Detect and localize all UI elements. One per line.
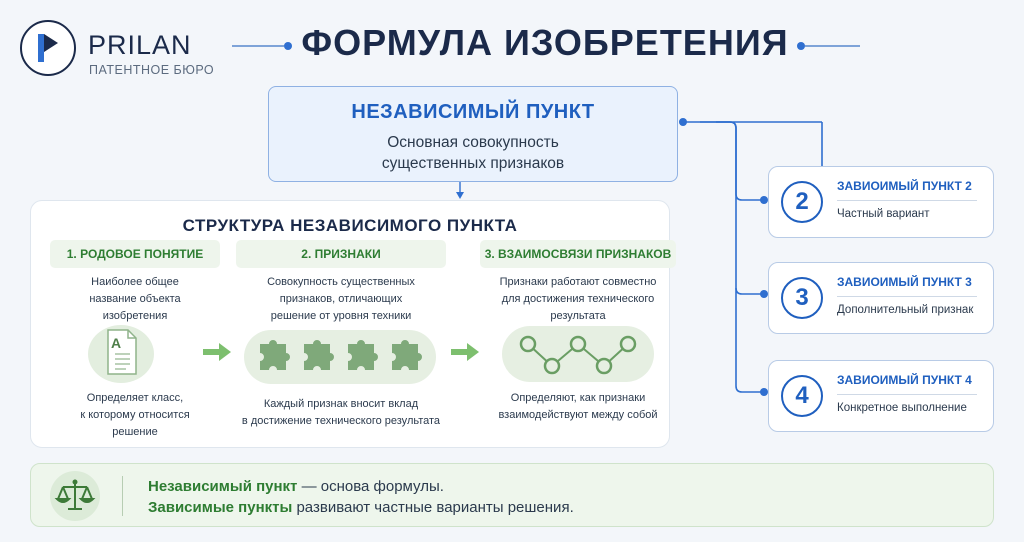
- arrow-right-icon: [451, 343, 479, 361]
- column-description: Совокупность существенных признаков, отл…: [236, 274, 446, 325]
- divider: [122, 476, 123, 516]
- column-desc-line: результата: [550, 310, 606, 322]
- brand-name: PRILAN: [88, 30, 192, 60]
- summary-text: развивают частные варианты решения.: [292, 499, 574, 516]
- column-desc-line: признаков, отличающих: [279, 293, 403, 305]
- dependent-claim-number: 4: [781, 375, 823, 417]
- column-foot-line: Определяет класс,: [86, 392, 184, 404]
- summary-line-2: Зависимые пункты развивают частные вариа…: [148, 499, 574, 516]
- title-decoration-right-dot: [797, 42, 805, 50]
- network-nodes-icon: [519, 335, 637, 375]
- column-foot-line: Каждый признак вносит вклад: [263, 398, 419, 410]
- logo-mark: [20, 20, 76, 76]
- document-letter: A: [111, 335, 122, 351]
- independent-claim-title: НЕЗАВИСИМЫЙ ПУНКТ: [351, 101, 595, 123]
- column-desc-line: Признаки работают совместно: [499, 276, 657, 288]
- column-footer: Определяет класс, к которому относится р…: [50, 390, 220, 441]
- structure-title: СТРУКТУРА НЕЗАВИСИМОГО ПУНКТА: [182, 216, 518, 235]
- column-desc-line: Наиболее общее: [91, 276, 179, 288]
- dependent-claim-title: ЗАВИОИМЫЙ ПУНКТ 3: [837, 275, 972, 289]
- document-icon: A: [88, 322, 154, 384]
- network-illustration: [502, 326, 654, 382]
- dependent-claim-title: ЗАВИОИМЫЙ ПУНКТ 2: [837, 179, 972, 193]
- column-desc-line: для достижения технического: [501, 293, 655, 305]
- independent-claim-desc-line: Основная совокупность: [387, 134, 559, 151]
- brand-subtitle: ПАТЕНТНОЕ БЮРО: [89, 63, 215, 77]
- divider: [837, 296, 977, 297]
- scales-icon: [50, 471, 100, 521]
- column-foot-line: взаимодействуют между собой: [498, 409, 658, 421]
- independent-claim-box: НЕЗАВИСИМЫЙ ПУНКТ Основная совокупность …: [268, 86, 678, 182]
- summary-line-1: Независимый пункт — основа формулы.: [148, 478, 444, 495]
- dependent-claim-title: ЗАВИОИМЫЙ ПУНКТ 4: [837, 373, 972, 387]
- column-heading: 1. РОДОВОЕ ПОНЯТИЕ: [50, 240, 220, 268]
- summary-highlight: Независимый пункт: [148, 478, 298, 495]
- independent-claim-desc-line: существенных признаков: [381, 155, 565, 172]
- divider: [837, 200, 977, 201]
- column-description: Признаки работают совместно для достижен…: [480, 274, 676, 325]
- dependent-claim-card: 2 ЗАВИОИМЫЙ ПУНКТ 2 Частный вариант: [768, 166, 994, 238]
- summary-text: — основа формулы.: [297, 478, 444, 495]
- column-foot-line: в достижение технического результата: [241, 415, 441, 427]
- column-foot-line: решение: [112, 426, 158, 438]
- title-decoration-left-dot: [284, 42, 292, 50]
- dependent-claim-description: Конкретное выполнение: [837, 402, 967, 414]
- summary-banner: [30, 463, 994, 527]
- column-desc-line: Совокупность существенных: [267, 276, 415, 288]
- structure-column-features: 2. ПРИЗНАКИ Совокупность существенных пр…: [236, 240, 446, 325]
- title-decoration-right-line: [805, 45, 860, 47]
- page-title: ФОРМУЛА ИЗОБРЕТЕНИЯ: [301, 22, 789, 63]
- summary-highlight: Зависимые пункты: [148, 499, 293, 516]
- divider: [837, 394, 977, 395]
- column-footer: Каждый признак вносит вклад в достижение…: [228, 396, 454, 430]
- title-decoration-left-line: [232, 45, 284, 47]
- column-description: Наиболее общее название объекта изобрете…: [50, 274, 220, 325]
- logo-arrow-icon: [38, 34, 58, 62]
- column-desc-line: изобретения: [102, 310, 168, 322]
- dependent-claim-card: 3 ЗАВИОИМЫЙ ПУНКТ 3 Дополнительный призн…: [768, 262, 994, 334]
- structure-column-interrelations: 3. ВЗАИМОСВЯЗИ ПРИЗНАКОВ Признаки работа…: [480, 240, 676, 325]
- dependent-claim-number: 3: [781, 277, 823, 319]
- column-footer: Определяют, как признаки взаимодействуют…: [480, 390, 676, 424]
- column-foot-line: Определяют, как признаки: [510, 392, 646, 404]
- dependent-claim-description: Частный вариант: [837, 208, 930, 220]
- column-heading: 3. ВЗАИМОСВЯЗИ ПРИЗНАКОВ: [480, 240, 676, 268]
- column-foot-line: к которому относится: [80, 409, 190, 421]
- dependent-claim-number: 2: [781, 181, 823, 223]
- arrow-right-icon: [203, 343, 231, 361]
- puzzle-icon: [260, 340, 422, 370]
- column-heading: 2. ПРИЗНАКИ: [236, 240, 446, 268]
- column-desc-line: решение от уровня техники: [270, 310, 412, 322]
- dependent-claim-card: 4 ЗАВИОИМЫЙ ПУНКТ 4 Конкретное выполнени…: [768, 360, 994, 432]
- independent-claim-description: Основная совокупность существенных призн…: [269, 132, 677, 174]
- puzzle-illustration: [244, 330, 436, 384]
- column-desc-line: название объекта: [89, 293, 181, 305]
- structure-column-generic-concept: 1. РОДОВОЕ ПОНЯТИЕ Наиболее общее назван…: [50, 240, 220, 325]
- dependent-claim-description: Дополнительный признак: [837, 304, 974, 316]
